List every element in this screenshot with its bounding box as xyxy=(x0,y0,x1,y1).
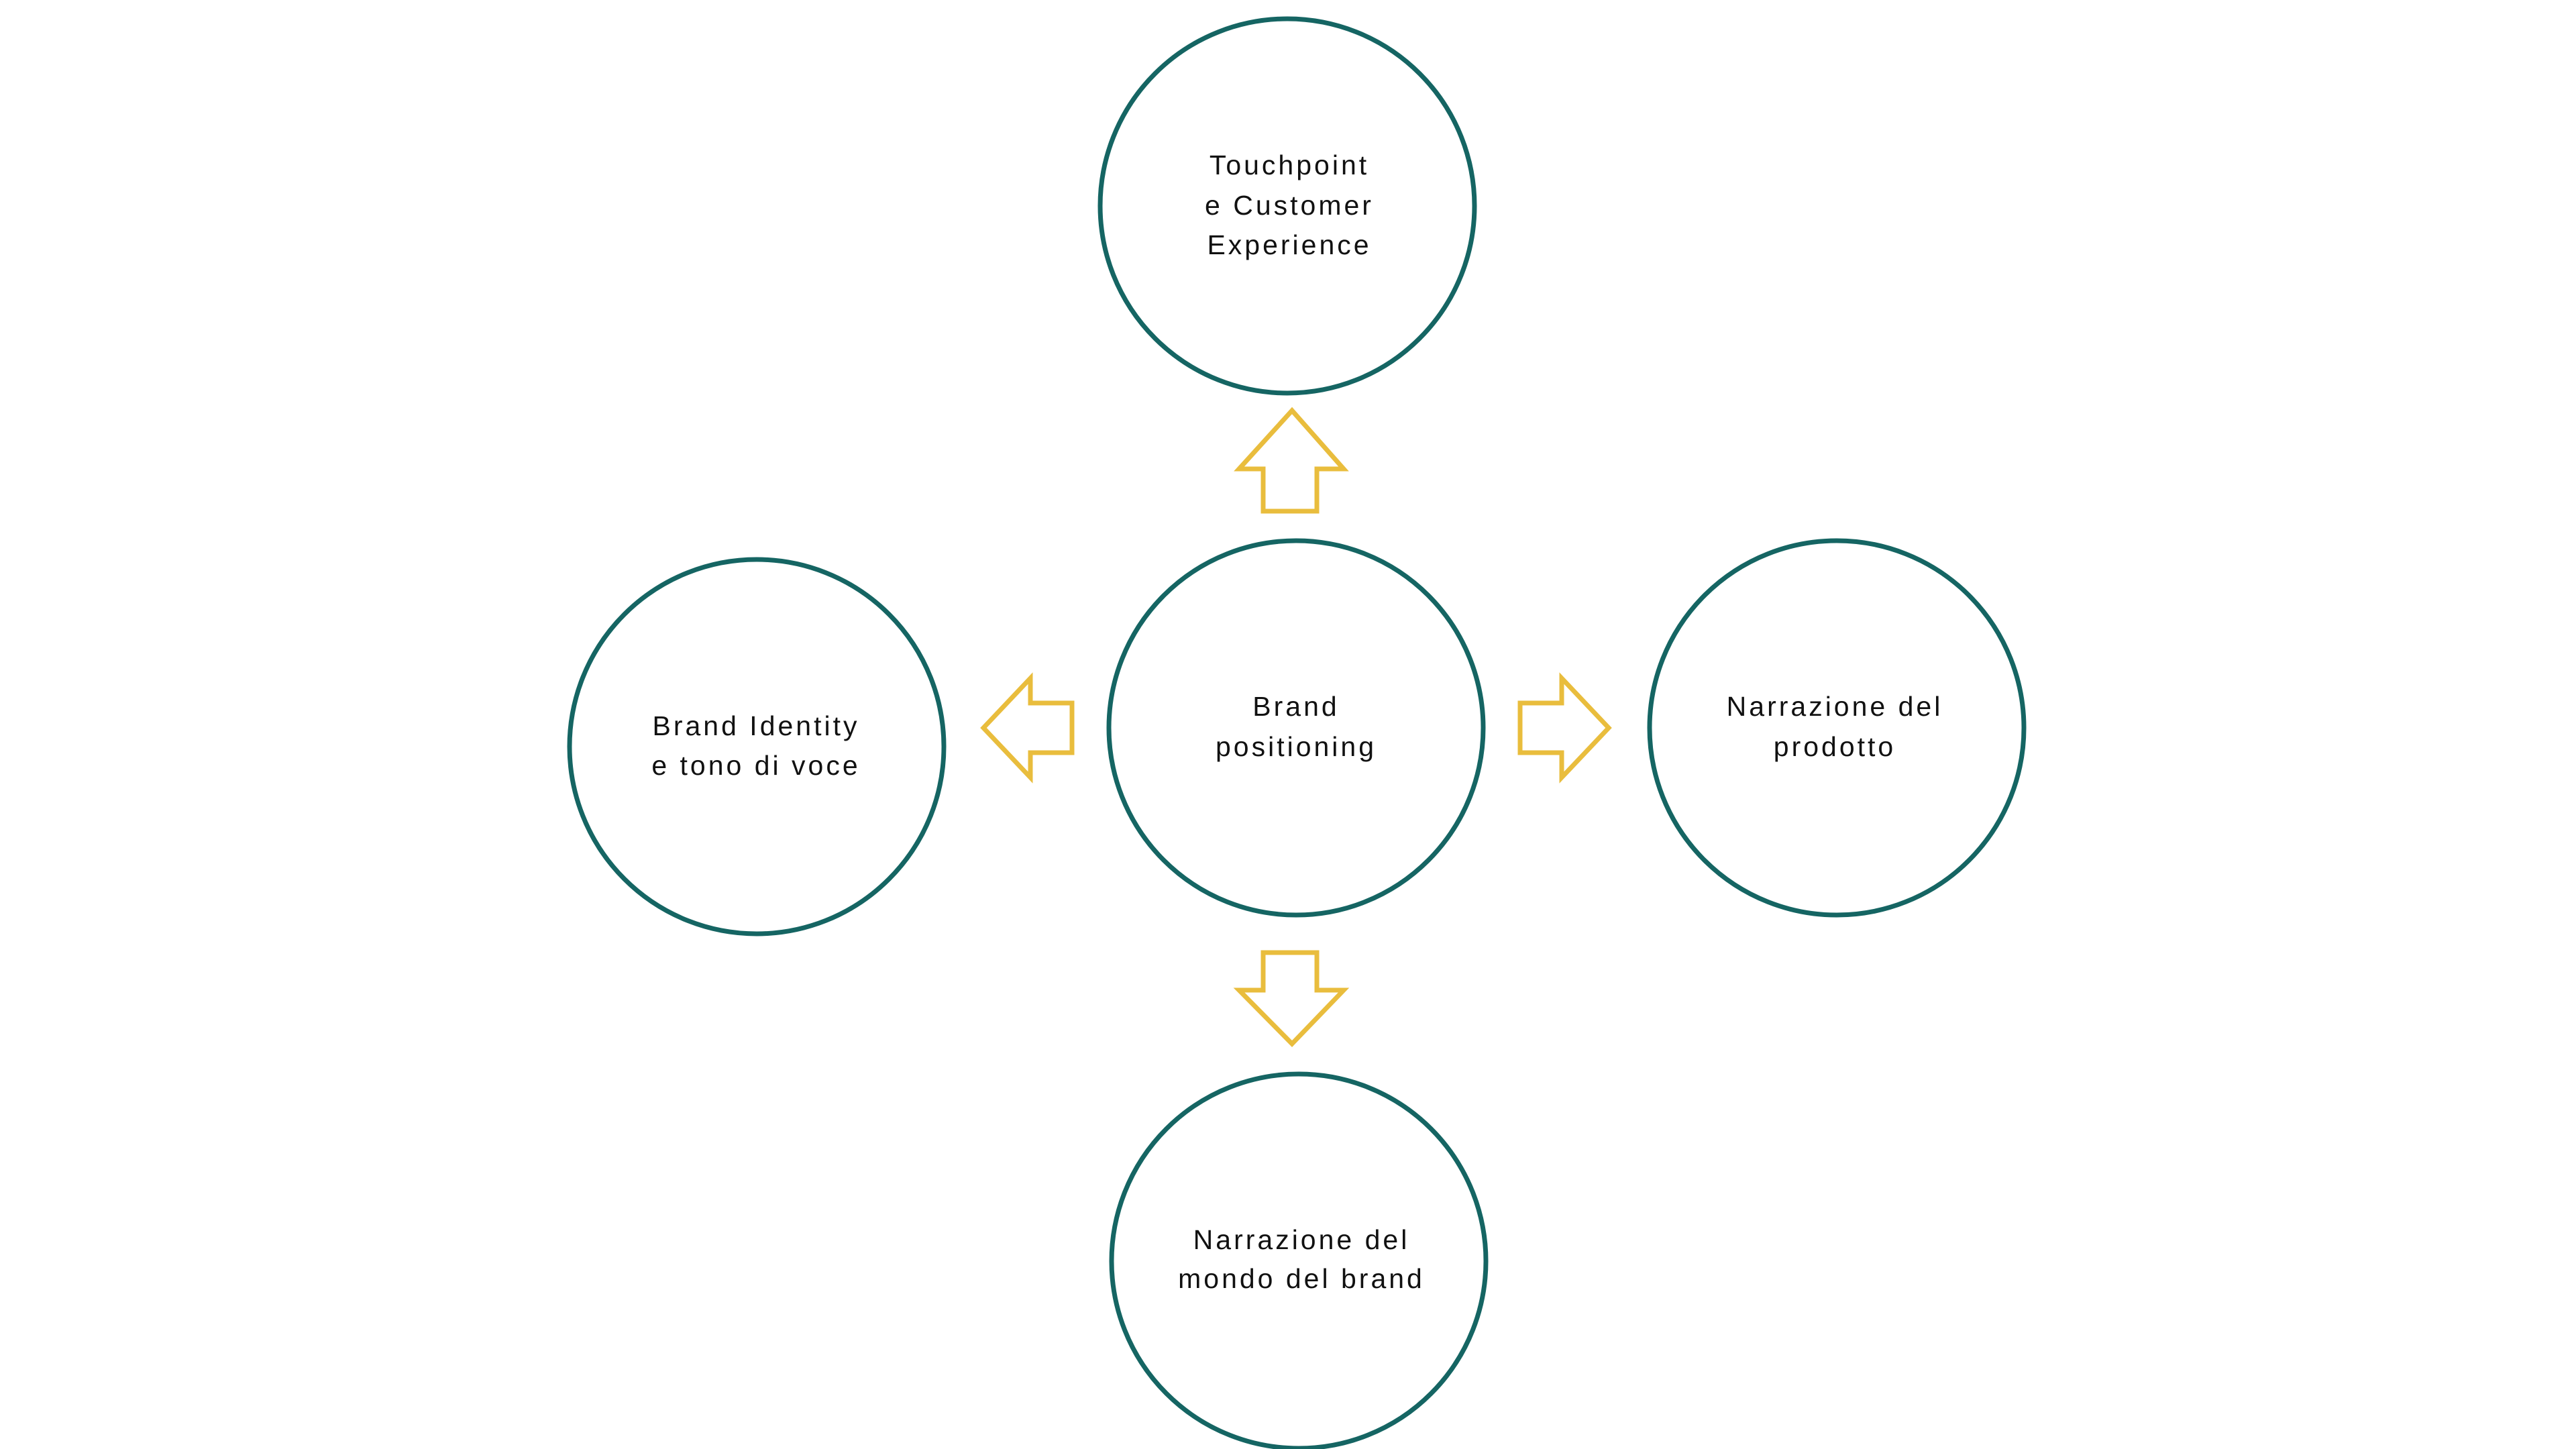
node-top-label-line-2: e Customer xyxy=(1205,190,1374,221)
left-arrow-icon xyxy=(980,672,1075,784)
node-bottom-label-line-2: mondo del brand xyxy=(1178,1263,1425,1294)
node-top: Touchpoint e Customer Experience xyxy=(1097,16,1477,396)
node-left-label-line-1: Brand Identity xyxy=(653,710,860,741)
right-arrow-icon xyxy=(1517,672,1612,784)
node-right-circle xyxy=(1647,538,2027,918)
node-center-label-line-2: positioning xyxy=(1216,731,1377,762)
node-right-label-line-1: Narrazione del xyxy=(1727,691,1943,722)
node-bottom-circle xyxy=(1109,1071,1489,1449)
node-left-label-line-2: e tono di voce xyxy=(651,750,860,781)
node-top-label-line-3: Experience xyxy=(1207,229,1371,260)
node-center-circle xyxy=(1106,538,1486,918)
node-top-circle xyxy=(1097,16,1477,396)
node-top-label-line-1: Touchpoint xyxy=(1210,150,1369,180)
node-left-circle xyxy=(567,557,947,936)
up-arrow-icon xyxy=(1234,407,1349,514)
node-right-label-line-2: prodotto xyxy=(1774,731,1896,762)
down-arrow-icon xyxy=(1233,950,1350,1048)
node-center-label-line-1: Brand xyxy=(1252,691,1339,722)
node-center: Brand positioning xyxy=(1106,538,1486,918)
node-right: Narrazione del prodotto xyxy=(1647,538,2027,918)
node-bottom: Narrazione del mondo del brand xyxy=(1109,1071,1489,1449)
node-bottom-label-line-1: Narrazione del xyxy=(1193,1224,1410,1255)
node-left: Brand Identity e tono di voce xyxy=(567,557,947,936)
